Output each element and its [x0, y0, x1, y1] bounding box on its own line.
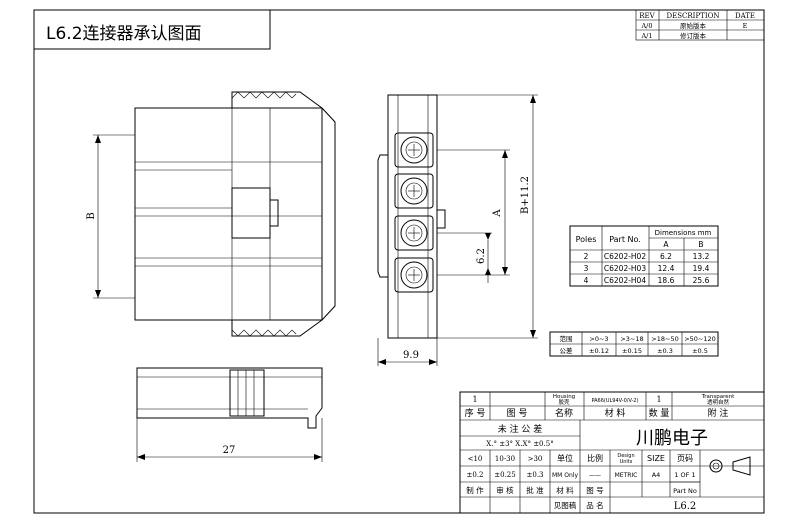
rev-header-desc: DESCRIPTION	[667, 12, 720, 20]
tb-make: 制 作	[466, 485, 484, 495]
rev-row2-rev: A/1	[640, 32, 652, 40]
poles-table: Poles Part No. Dimensions mm A B 2 C6202…	[569, 225, 719, 287]
side-view: B	[86, 91, 336, 337]
poles-row2-poles: 3	[584, 264, 589, 273]
rev-row1-rev: A/0	[640, 22, 652, 30]
poles-header: Poles	[576, 235, 597, 244]
poles-row1-part: C6202-H02	[604, 252, 646, 261]
tb-h-seq: 序 号	[465, 407, 486, 419]
tb-design-units-top: Design	[617, 453, 634, 459]
tb-see-drawing: 见图稿	[554, 500, 577, 510]
poles-row3-part: C6202-H04	[604, 276, 646, 285]
rev-row1-date: E	[743, 22, 748, 30]
tb-h-drawing: 图 号	[507, 408, 528, 419]
tb-note-bot: 透明自然	[707, 398, 730, 406]
tb-h-note: 附 注	[708, 407, 729, 419]
dim-width-label: 9.9	[403, 350, 419, 361]
dim-a-header: A	[663, 240, 669, 249]
dims-header: Dimensions mm	[655, 229, 712, 237]
tol-value-label: 公差	[560, 346, 574, 355]
tol-range-4: >50~120	[684, 335, 716, 343]
tb-range-2: 10-30	[495, 455, 515, 463]
sheet-border	[33, 9, 765, 514]
dim-b-plus-label: B+11.2	[520, 176, 531, 214]
poles-row2-b: 19.4	[693, 264, 710, 273]
tb-h-material: 材 料	[605, 407, 626, 419]
tol-range-1: >0~3	[589, 335, 608, 343]
tb-tol-line: X.° ±3° X.X° ±0.5°	[486, 440, 553, 448]
tb-company: 川鹏电子	[636, 428, 708, 449]
poles-row2-part: C6202-H03	[604, 264, 646, 273]
drawing-title: L6.2连接器承认图面	[46, 24, 202, 44]
tol-value-2: ±0.15	[622, 347, 642, 355]
socket-4	[394, 257, 434, 293]
title-box: L6.2连接器承认图面	[34, 9, 271, 50]
poles-row3-poles: 4	[584, 276, 589, 285]
tb-tol-title: 未 注 公 差	[498, 423, 543, 435]
tb-page-label: 页码	[677, 454, 693, 463]
tb-design-units-value: METRIC	[615, 472, 638, 479]
tb-part-no: 1	[472, 395, 477, 404]
tol-range-2: >3~18	[620, 335, 643, 343]
tol-value-1: ±0.12	[589, 347, 609, 355]
dim-b-header: B	[698, 240, 703, 249]
tb-part-no-label: Part No	[673, 487, 697, 495]
dim-b-label: B	[86, 212, 97, 219]
tb-range-1: <10	[468, 455, 483, 463]
tb-h-name: 名称	[555, 407, 573, 419]
tol-range-3: >18~50	[651, 335, 678, 343]
tol-range-label: 范围	[560, 334, 573, 343]
tb-range-3: >30	[528, 455, 543, 463]
bottom-view: 27	[136, 367, 323, 462]
tb-range-tol-3: ±0.3	[527, 471, 544, 479]
tb-range-tol-1: ±0.2	[467, 471, 484, 479]
tb-drawing-row: 图 号	[586, 486, 603, 495]
poles-row1-b: 13.2	[693, 252, 710, 261]
dim-length-label: 27	[223, 445, 236, 456]
revision-table: REV DESCRIPTION DATE A/0 原始版本 E A/1 修订版本	[635, 9, 765, 41]
rev-row2-desc: 修订版本	[680, 31, 707, 40]
poles-row1-a: 6.2	[660, 252, 672, 261]
rev-row1-desc: 原始版本	[680, 21, 707, 30]
tb-unit-value: MM Only	[552, 472, 578, 479]
tb-material: PA66(UL94V-0/V-2)	[591, 398, 638, 404]
tb-material-row: 材 料	[556, 485, 574, 495]
tb-part-name-top: Housing	[553, 394, 575, 400]
tb-check: 审 核	[496, 485, 514, 495]
tb-product-name: 品 名	[586, 500, 603, 510]
tol-value-3: ±0.3	[657, 347, 673, 355]
part-header: Part No.	[609, 235, 641, 244]
socket-2	[394, 173, 434, 209]
tb-range-tol-2: ±0.25	[494, 471, 515, 479]
poles-row3-b: 25.6	[693, 276, 710, 285]
tb-scale-label: 比例	[587, 453, 603, 463]
tb-note-top: Transparent	[701, 394, 735, 400]
tb-unit-label: 单位	[557, 453, 573, 463]
tol-value-4: ±0.5	[692, 347, 708, 355]
socket-1	[394, 132, 434, 168]
poles-row1-poles: 2	[584, 252, 589, 261]
rev-header-date: DATE	[735, 12, 755, 20]
front-view: A B+11.2 6.2 9.9	[377, 94, 538, 366]
rev-header-rev: REV	[639, 12, 655, 20]
poles-row2-a: 12.4	[658, 264, 675, 273]
tb-size-label: SIZE	[647, 454, 665, 463]
dim-pitch-label: 6.2	[476, 248, 487, 264]
tb-design-units-bot: Units	[620, 459, 633, 465]
tb-size-value: A4	[652, 471, 661, 479]
tb-approve: 批 准	[526, 485, 544, 495]
tb-h-qty: 数 量	[649, 407, 670, 419]
tolerance-table: 范围 >0~3 >3~18 >18~50 >50~120 公差 ±0.12 ±0…	[549, 331, 719, 357]
projection-symbol-icon	[709, 456, 751, 476]
tb-qty: 1	[656, 395, 661, 404]
dim-a-label: A	[492, 209, 503, 218]
tb-part-no-value: L6.2	[674, 501, 697, 512]
tb-page-value: 1 OF 1	[674, 471, 695, 479]
title-block: 1 Housing 胶壳 PA66(UL94V-0/V-2) 1 Transpa…	[459, 391, 765, 514]
tb-scale-value: ——	[589, 472, 601, 479]
tb-part-name-bot: 胶壳	[558, 398, 570, 406]
socket-3	[394, 215, 434, 251]
poles-row3-a: 18.6	[658, 276, 675, 285]
